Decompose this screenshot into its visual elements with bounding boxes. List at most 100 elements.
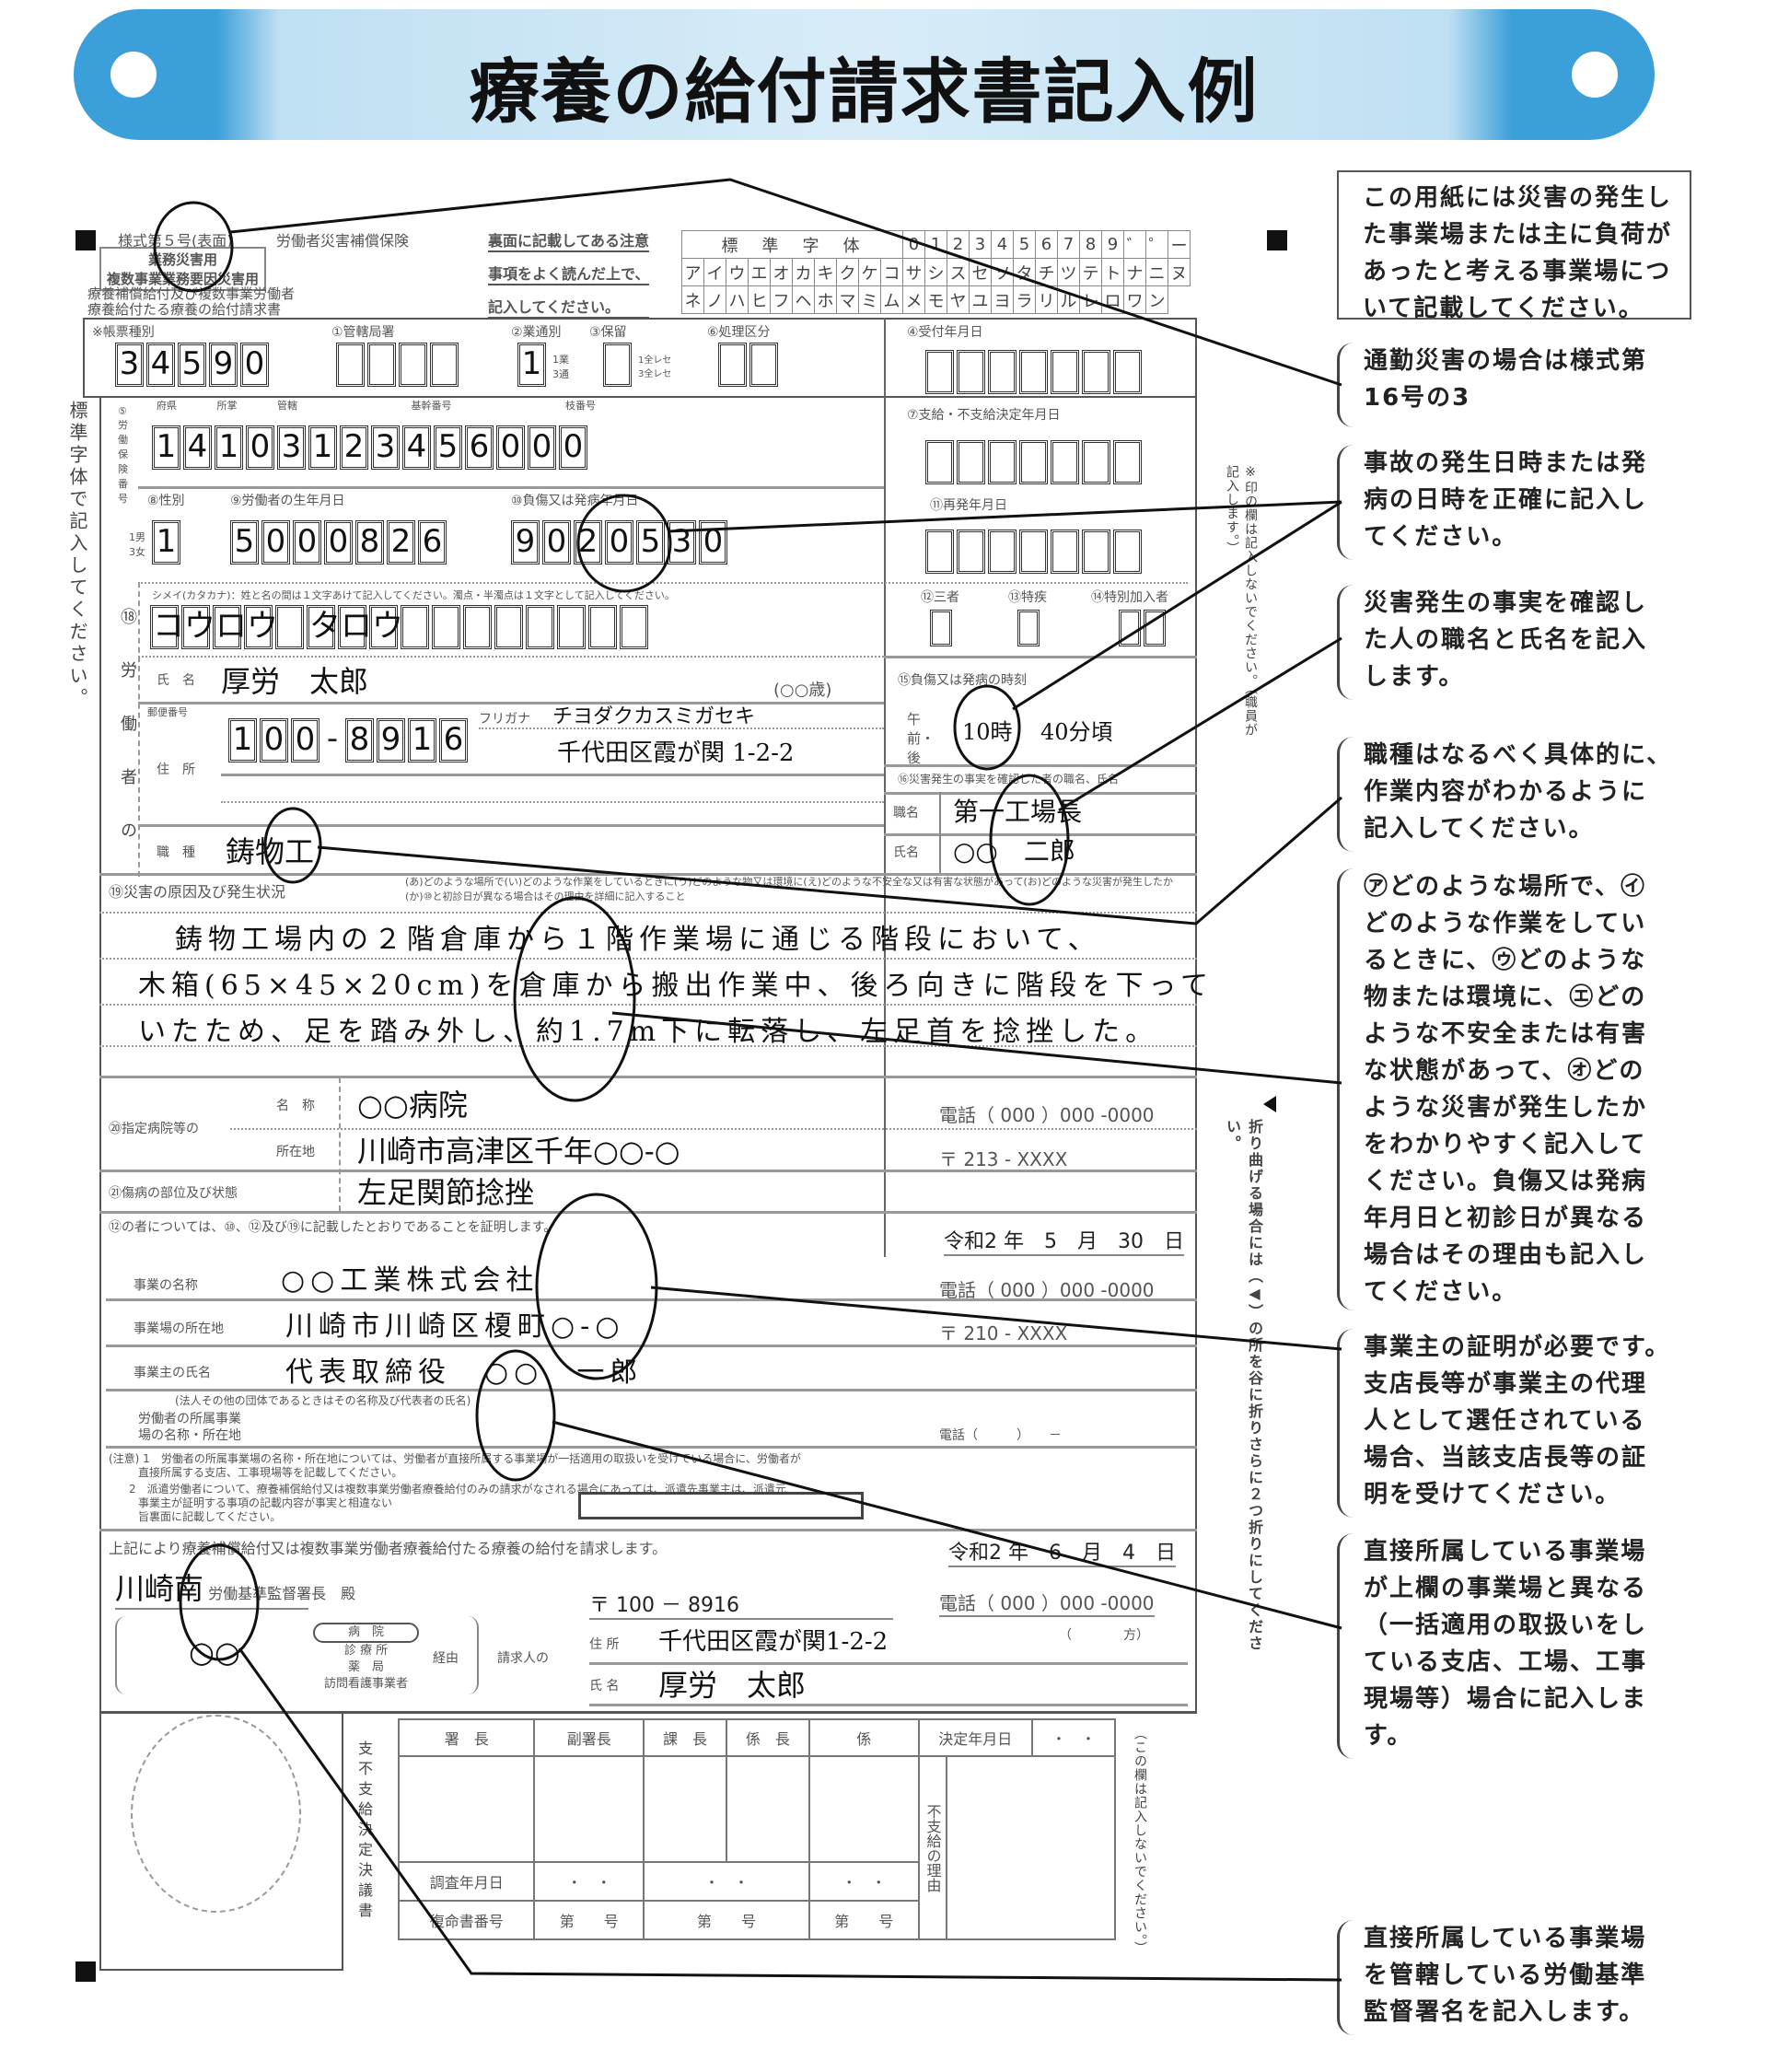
char-box[interactable]: 0 <box>559 425 587 470</box>
char-box[interactable] <box>432 605 460 649</box>
address-value[interactable]: 千代田区霞が関 1-2-2 <box>557 739 795 767</box>
hospital-phone[interactable]: 電話（ 000 ）000 -0000 <box>939 1104 1155 1126</box>
char-box[interactable]: 0 <box>605 520 633 565</box>
char-box[interactable]: 8 <box>355 520 384 565</box>
char-box[interactable] <box>1019 350 1048 394</box>
char-box[interactable]: 9 <box>511 520 540 565</box>
reserve-box[interactable] <box>603 343 632 387</box>
char-box[interactable] <box>1113 530 1142 574</box>
labor-office-name[interactable]: 川崎南 <box>115 1571 204 1606</box>
char-box[interactable]: ウ <box>244 605 278 649</box>
biz-zip[interactable]: 〒 210 - XXXX <box>939 1322 1068 1344</box>
sex-box[interactable]: 1 <box>152 520 180 565</box>
char-box[interactable]: 2 <box>574 520 602 565</box>
via-name[interactable]: ○○ <box>189 1635 240 1670</box>
char-box[interactable] <box>275 605 304 649</box>
char-box[interactable]: 6 <box>418 520 447 565</box>
cause-line[interactable]: いたため、足を踏み外し、約1.7m下に転落し、左足首を捻挫した。 <box>138 1016 1159 1048</box>
char-box[interactable]: 4 <box>146 343 175 387</box>
biz-location[interactable]: 川崎市川崎区榎町○-○ <box>285 1310 625 1343</box>
char-box[interactable]: 6 <box>465 425 494 470</box>
stamp-cell[interactable] <box>807 1755 920 1863</box>
claimant-zip[interactable]: 〒 100 － 8916 <box>589 1589 893 1620</box>
report-value[interactable]: 第 号 <box>533 1900 645 1940</box>
char-box[interactable]: 0 <box>324 520 353 565</box>
claimant-phone[interactable]: 電話（ 000 ）000 -0000 <box>939 1589 1155 1617</box>
char-box[interactable]: 2 <box>387 520 415 565</box>
char-box[interactable] <box>1051 350 1079 394</box>
review-value[interactable]: ・ ・ <box>807 1861 920 1902</box>
owner-name[interactable]: 代表取締役 ○○ 一郎 <box>285 1356 644 1389</box>
job-value[interactable]: 鋳物工 <box>226 834 315 869</box>
char-box[interactable] <box>430 343 459 387</box>
char-box[interactable] <box>526 605 554 649</box>
char-box[interactable] <box>494 605 523 649</box>
char-box[interactable]: 0 <box>261 520 290 565</box>
char-box[interactable]: コ <box>150 605 184 649</box>
char-box[interactable] <box>957 530 985 574</box>
char-box[interactable]: 1 <box>517 343 546 387</box>
char-box[interactable] <box>463 605 492 649</box>
char-box[interactable]: 3 <box>668 520 696 565</box>
char-box[interactable]: ロ <box>213 605 247 649</box>
char-box[interactable] <box>1051 440 1079 484</box>
char-box[interactable]: 6 <box>439 718 468 762</box>
stamp-cell[interactable] <box>533 1755 645 1863</box>
decision-date-value[interactable]: ・ ・ <box>1031 1718 1116 1757</box>
char-box[interactable] <box>988 530 1017 574</box>
char-box[interactable]: 0 <box>542 520 571 565</box>
biz-name[interactable]: ○○工業株式会社 <box>281 1264 540 1297</box>
char-box[interactable]: 1 <box>308 425 337 470</box>
char-box[interactable] <box>557 605 586 649</box>
char-box[interactable]: ウ <box>181 605 215 649</box>
hospital-name[interactable]: ○○病院 <box>357 1088 468 1123</box>
witness-title[interactable]: 第一工場長 <box>953 797 1083 827</box>
claimant-name[interactable]: 厚労 太郎 <box>658 1668 807 1703</box>
cert-date[interactable]: 令和2 年 5 月 30 日 <box>944 1225 1184 1256</box>
char-box[interactable] <box>1082 440 1110 484</box>
char-box[interactable]: 0 <box>246 425 274 470</box>
char-box[interactable] <box>925 350 954 394</box>
injury-time-hour[interactable]: 10時 <box>962 719 1013 745</box>
branch-phone[interactable]: 電話（ ） － <box>939 1428 1062 1443</box>
special-disease-box[interactable] <box>1017 610 1040 646</box>
char-box[interactable]: 1 <box>152 520 180 565</box>
received-date-boxes[interactable] <box>925 350 1142 394</box>
worker-age[interactable]: (○○歳) <box>773 681 832 700</box>
worker-name[interactable]: 厚労 太郎 <box>221 664 369 699</box>
office-boxes[interactable] <box>336 343 459 387</box>
char-box[interactable]: タ <box>307 605 341 649</box>
char-box[interactable]: 5 <box>230 520 259 565</box>
char-box[interactable]: 1 <box>152 425 180 470</box>
char-box[interactable]: 4 <box>183 425 212 470</box>
work-commute-box[interactable]: 1 <box>517 343 546 387</box>
witness-name[interactable]: ○○ 二郎 <box>953 836 1075 867</box>
char-box[interactable]: 0 <box>699 520 727 565</box>
char-box[interactable]: 0 <box>496 425 525 470</box>
char-box[interactable]: ウ <box>369 605 403 649</box>
request-date[interactable]: 令和2 年 6 月 4 日 <box>948 1536 1176 1567</box>
char-box[interactable]: 1 <box>215 425 243 470</box>
char-box[interactable]: 5 <box>636 520 665 565</box>
char-box[interactable]: 1 <box>408 718 436 762</box>
char-box[interactable]: - <box>326 720 339 757</box>
char-box[interactable]: 0 <box>291 718 320 762</box>
char-box[interactable] <box>620 605 648 649</box>
char-box[interactable] <box>988 350 1017 394</box>
stamp-cell[interactable] <box>643 1755 727 1863</box>
injury-time-minute[interactable]: 40分頃 <box>1040 719 1113 745</box>
char-box[interactable]: 9 <box>377 718 405 762</box>
processing-boxes[interactable] <box>718 343 778 387</box>
claimant-care-of[interactable]: （ 方） <box>1059 1628 1149 1643</box>
recurrence-date-boxes[interactable] <box>925 530 1142 574</box>
third-party-box[interactable] <box>930 610 952 646</box>
claimant-address[interactable]: 千代田区霞が関1-2-2 <box>658 1628 889 1656</box>
char-box[interactable]: 0 <box>260 718 288 762</box>
injury-time-ampm[interactable]: 午前・後 <box>907 711 935 766</box>
char-box[interactable] <box>957 350 985 394</box>
char-box[interactable]: 5 <box>434 425 462 470</box>
char-box[interactable] <box>1082 530 1110 574</box>
